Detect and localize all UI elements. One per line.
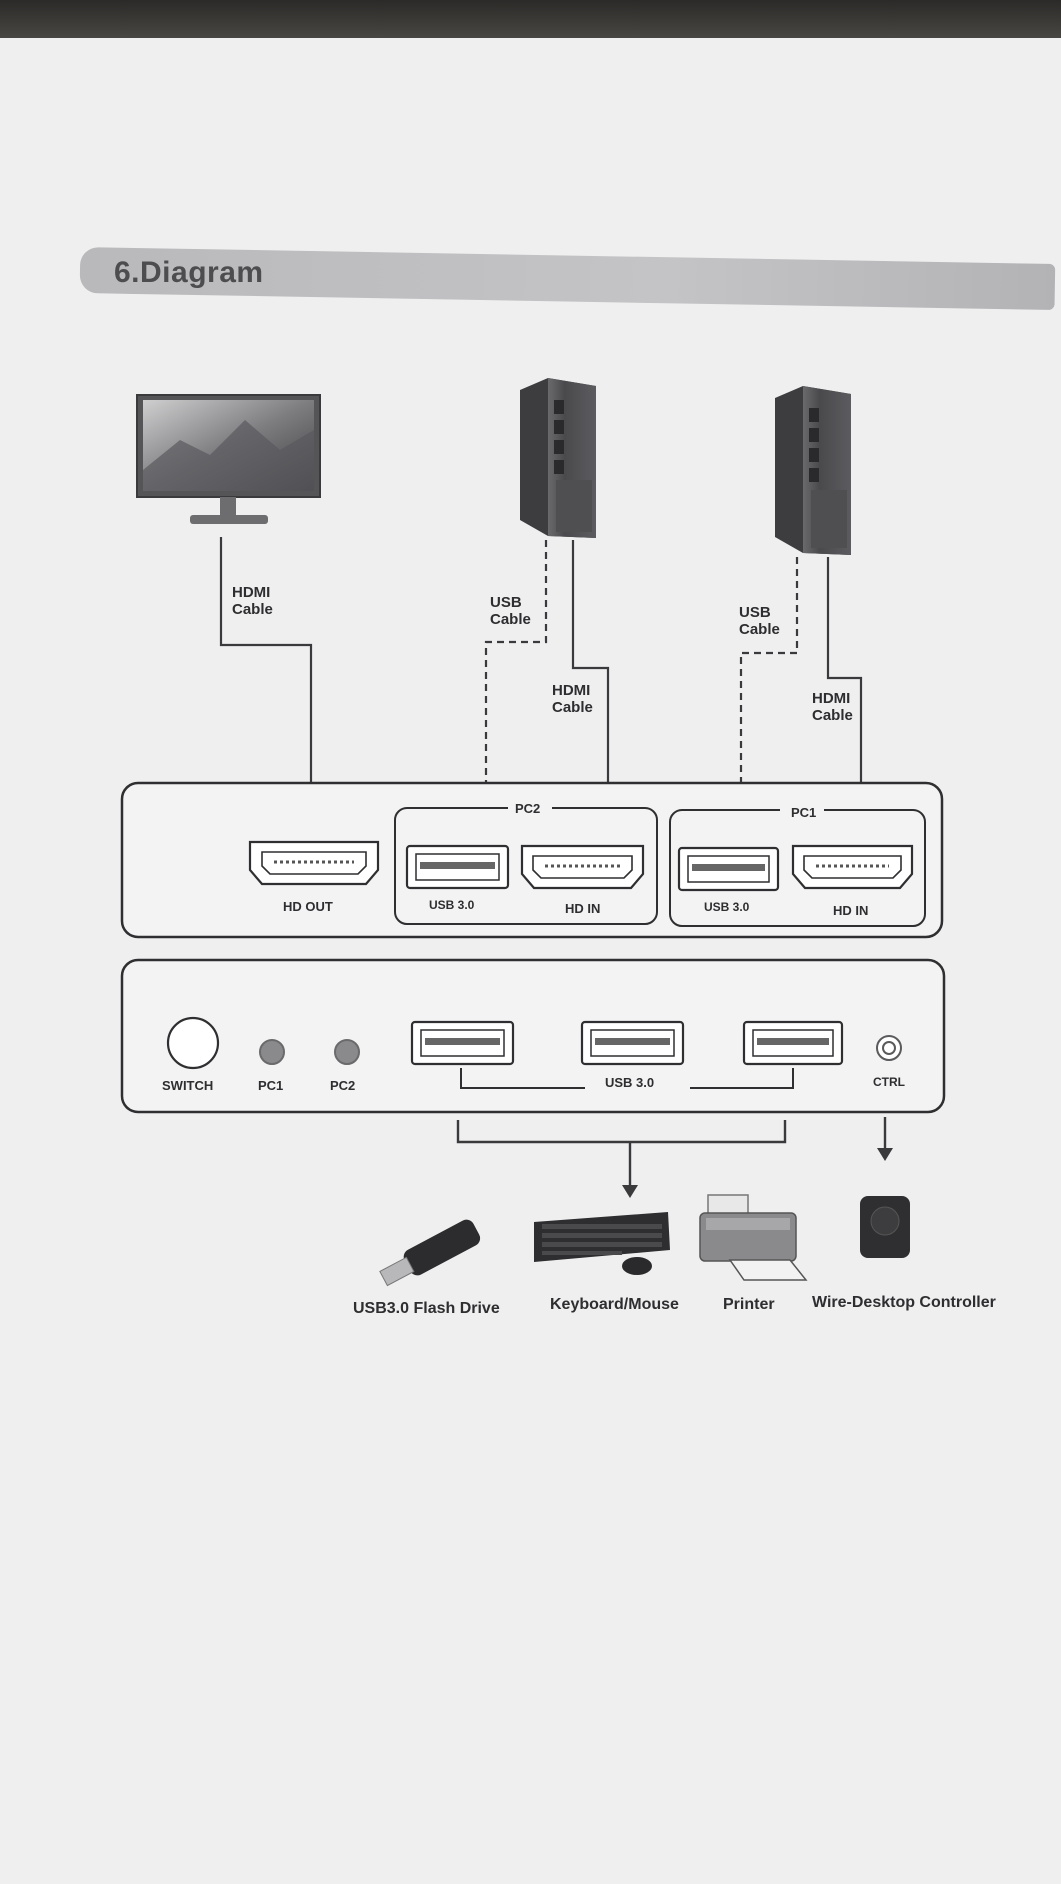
pc1-usb-label: USB 3.0 [704, 900, 750, 914]
keyboard-mouse-label: Keyboard/Mouse [550, 1296, 679, 1313]
printer-icon [699, 1194, 808, 1281]
pc1-led-label: PC1 [258, 1078, 284, 1093]
pc1-group-label: PC1 [791, 805, 817, 820]
front-usb-port-1-icon [410, 1020, 515, 1066]
pc1-hd-in-port-icon [791, 844, 914, 890]
arrow-down-icon [877, 1148, 893, 1161]
controller-label: Wire-Desktop Controller [812, 1294, 996, 1311]
pc2-group-label: PC2 [515, 801, 541, 816]
hd-out-label: HD OUT [283, 899, 333, 914]
front-usb-port-3-icon [742, 1020, 844, 1066]
pc1-tower-icon [775, 386, 851, 555]
pc2-hd-in-port-icon [520, 844, 645, 890]
pc2-usb-port-icon [405, 844, 510, 890]
pc2-tower-icon [520, 378, 596, 538]
flash-drive-icon [379, 1219, 481, 1287]
arrow-down-icon [622, 1185, 638, 1198]
pc1-hdmi-cable [826, 557, 863, 788]
monitor-icon [136, 394, 321, 524]
desktop-controller-icon [860, 1196, 910, 1258]
pc2-usb-cable [484, 540, 548, 785]
usb-ports-label: USB 3.0 [605, 1075, 655, 1090]
peripheral-connector-lines [456, 1117, 887, 1187]
pc2-led-icon [334, 1039, 360, 1065]
switch-button-icon [166, 1016, 220, 1070]
ctrl-jack-icon [876, 1035, 902, 1061]
switch-label: SWITCH [162, 1078, 214, 1093]
front-usb-port-2-icon [580, 1020, 685, 1066]
mouse-icon [622, 1257, 652, 1275]
pc1-usb-port-icon [677, 846, 780, 892]
keyboard-icon [534, 1212, 670, 1262]
printer-label: Printer [723, 1296, 775, 1313]
pc2-hdmi-cable [571, 540, 610, 785]
flash-drive-label: USB3.0 Flash Drive [353, 1300, 500, 1317]
pc1-hd-in-label: HD IN [833, 903, 869, 918]
front-panel [120, 958, 946, 1114]
pc2-usb-label: USB 3.0 [429, 898, 475, 912]
ctrl-label: CTRL [873, 1075, 905, 1089]
pc2-led-label: PC2 [330, 1078, 356, 1093]
monitor-hdmi-cable [219, 537, 313, 783]
hd-out-port-icon [248, 840, 380, 886]
section-title: 6.Diagram [114, 256, 264, 289]
pc2-hd-in-label: HD IN [565, 901, 601, 916]
pc1-led-icon [259, 1039, 285, 1065]
cables [219, 537, 863, 788]
pc1-usb-cable [739, 557, 799, 788]
usb-cables [484, 540, 799, 788]
